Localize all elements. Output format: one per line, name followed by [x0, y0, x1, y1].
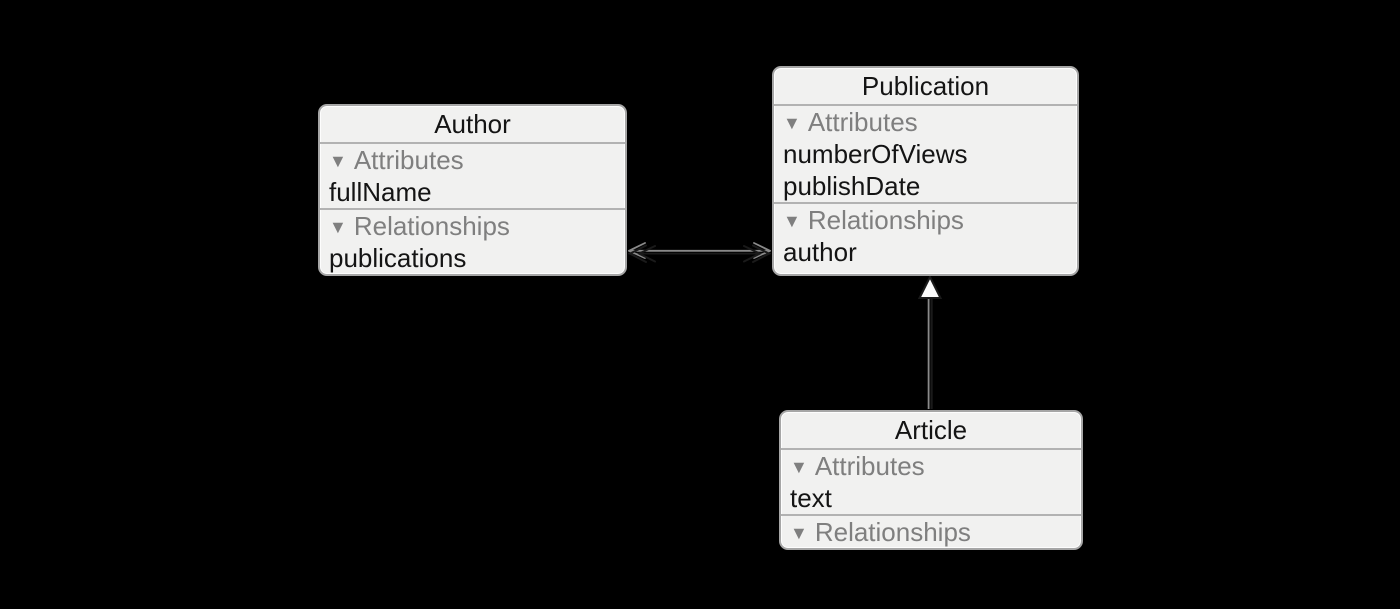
- attributes-section: ▼ Attributes fullName: [320, 142, 625, 208]
- disclosure-triangle-icon: ▼: [783, 211, 801, 231]
- attributes-section-header[interactable]: ▼ Attributes: [320, 144, 625, 176]
- attribute-row[interactable]: publishDate: [783, 171, 921, 201]
- section-label: Attributes: [814, 451, 925, 481]
- disclosure-triangle-icon: ▼: [790, 457, 808, 477]
- attributes-section-header[interactable]: ▼ Attributes: [774, 106, 1077, 138]
- to-many-arrowhead-icon: [752, 244, 770, 263]
- disclosure-triangle-icon: ▼: [790, 523, 808, 543]
- inheritance-triangle-icon: [917, 274, 943, 299]
- relationship-row[interactable]: author: [783, 237, 857, 267]
- to-many-arrowhead-icon: [638, 245, 656, 263]
- section-label: Attributes: [353, 145, 464, 175]
- relationships-section: ▼ Relationships publications: [320, 208, 625, 274]
- relationships-section-header[interactable]: ▼ Relationships: [774, 204, 1077, 236]
- relationships-section: ▼ Relationships: [781, 514, 1081, 548]
- relationships-section: ▼ Relationships author: [774, 202, 1077, 274]
- disclosure-triangle-icon: ▼: [329, 151, 347, 171]
- relationships-section-header[interactable]: ▼ Relationships: [781, 516, 1081, 548]
- attributes-section: ▼ Attributes text: [781, 448, 1081, 514]
- section-label: Relationships: [807, 205, 964, 235]
- entity-article[interactable]: Article ▼ Attributes text ▼ Relationships: [779, 410, 1083, 550]
- disclosure-triangle-icon: ▼: [783, 113, 801, 133]
- attribute-row[interactable]: text: [790, 483, 832, 513]
- section-label: Relationships: [814, 517, 971, 547]
- attributes-section: ▼ Attributes numberOfViews publishDate: [774, 104, 1077, 202]
- to-many-arrowhead-icon: [628, 242, 646, 259]
- to-many-arrowhead-icon: [629, 244, 647, 263]
- section-label: Relationships: [353, 211, 510, 241]
- section-label: Attributes: [807, 107, 918, 137]
- relationship-row[interactable]: publications: [329, 243, 467, 273]
- attribute-row[interactable]: fullName: [329, 177, 432, 207]
- to-many-arrowhead-icon: [753, 242, 771, 259]
- entity-publication[interactable]: Publication ▼ Attributes numberOfViews pu…: [772, 66, 1079, 276]
- to-many-arrowhead-icon: [743, 245, 761, 263]
- entity-title[interactable]: Article: [894, 415, 968, 445]
- relationship-connector-author-publication[interactable]: [628, 242, 771, 263]
- attributes-section-header[interactable]: ▼ Attributes: [781, 450, 1081, 482]
- entity-author[interactable]: Author ▼ Attributes fullName ▼ Relationshi…: [318, 104, 627, 276]
- disclosure-triangle-icon: ▼: [329, 217, 347, 237]
- entity-title[interactable]: Publication: [861, 71, 990, 101]
- attribute-row[interactable]: numberOfViews: [783, 139, 968, 169]
- entity-title[interactable]: Author: [434, 109, 511, 139]
- relationships-section-header[interactable]: ▼ Relationships: [320, 210, 625, 242]
- inheritance-connector-article-publication[interactable]: [917, 274, 943, 409]
